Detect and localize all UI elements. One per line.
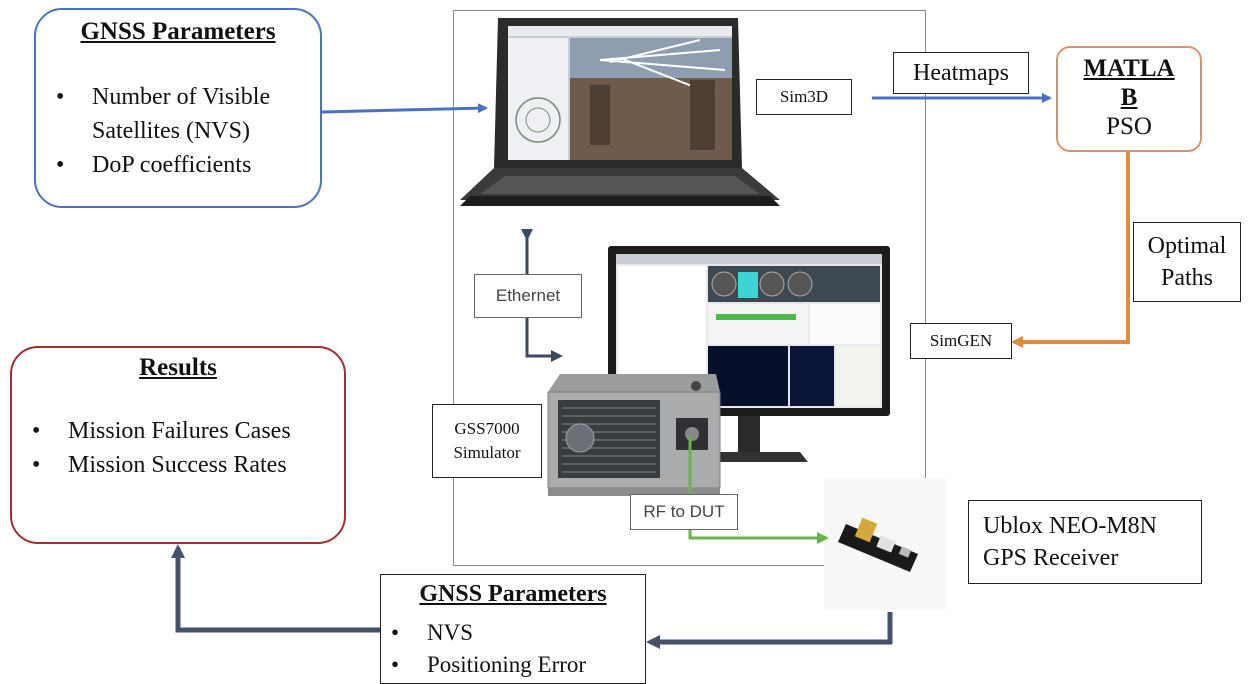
list-item: Mission Success Rates (32, 448, 344, 482)
simgen-label: SimGEN (910, 323, 1012, 359)
gss7000-label: GSS7000 Simulator (432, 404, 542, 478)
arrow-optimal-paths-to-simgen (1011, 152, 1130, 348)
results-title: Results (139, 354, 217, 381)
rf-to-dut-text: RF to DUT (643, 502, 725, 521)
list-item: NVS (391, 617, 641, 649)
gnss-parameters-output-box: GNSS Parameters NVS Positioning Error (380, 574, 646, 684)
list-item: DoP coefficients (56, 148, 320, 182)
optimal-line2: Paths (1160, 265, 1213, 291)
pso-label: PSO (1106, 113, 1152, 140)
list-item: Number of Visible Satellites (NVS) (56, 80, 320, 148)
gnss-input-list: Number of Visible Satellites (NVS) DoP c… (56, 80, 320, 182)
gnss-output-title: GNSS Parameters (419, 581, 607, 607)
ublox-line1: Ublox NEO-M8N (983, 513, 1157, 539)
laptop-icon (460, 18, 780, 206)
gss-line2: Simulator (453, 443, 521, 462)
results-list: Mission Failures Cases Mission Success R… (32, 414, 344, 482)
optimal-line1: Optimal (1147, 233, 1227, 259)
rf-cable-arrow (688, 436, 829, 544)
optimal-paths-label: Optimal Paths (1133, 222, 1241, 302)
gps-receiver-icon (824, 478, 946, 610)
matlab-title-line2: B (1120, 84, 1138, 111)
matlab-title-line1: MATLA (1083, 55, 1175, 82)
list-item: Mission Failures Cases (32, 414, 344, 448)
results-box: Results Mission Failures Cases Mission S… (10, 346, 346, 544)
ublox-line2: GPS Receiver (983, 545, 1119, 571)
heatmaps-label: Heatmaps (893, 52, 1029, 94)
ethernet-text: Ethernet (495, 286, 561, 305)
arrow-inputs-to-sim3d (321, 103, 488, 114)
matlab-pso-box: MATLA B PSO (1056, 46, 1202, 152)
gss-line1: GSS7000 (454, 419, 520, 438)
arrow-gnss-output-to-results (171, 544, 380, 633)
ethernet-label: Ethernet (474, 274, 582, 318)
gnss-input-title: GNSS Parameters (80, 18, 276, 45)
sim3d-label: Sim3D (756, 79, 852, 115)
sim3d-text: Sim3D (779, 87, 829, 106)
heatmaps-text: Heatmaps (913, 59, 1009, 86)
ublox-receiver-label: Ublox NEO-M8N GPS Receiver (968, 500, 1202, 584)
gnss-output-list: NVS Positioning Error (391, 617, 641, 681)
simgen-text: SimGEN (929, 331, 993, 350)
arrow-receiver-to-gnss-output (646, 612, 893, 649)
simulator-device-icon (547, 374, 721, 496)
gnss-parameters-input-box: GNSS Parameters Number of Visible Satell… (34, 8, 322, 208)
rf-to-dut-label: RF to DUT (630, 494, 738, 530)
list-item: Positioning Error (391, 649, 641, 681)
